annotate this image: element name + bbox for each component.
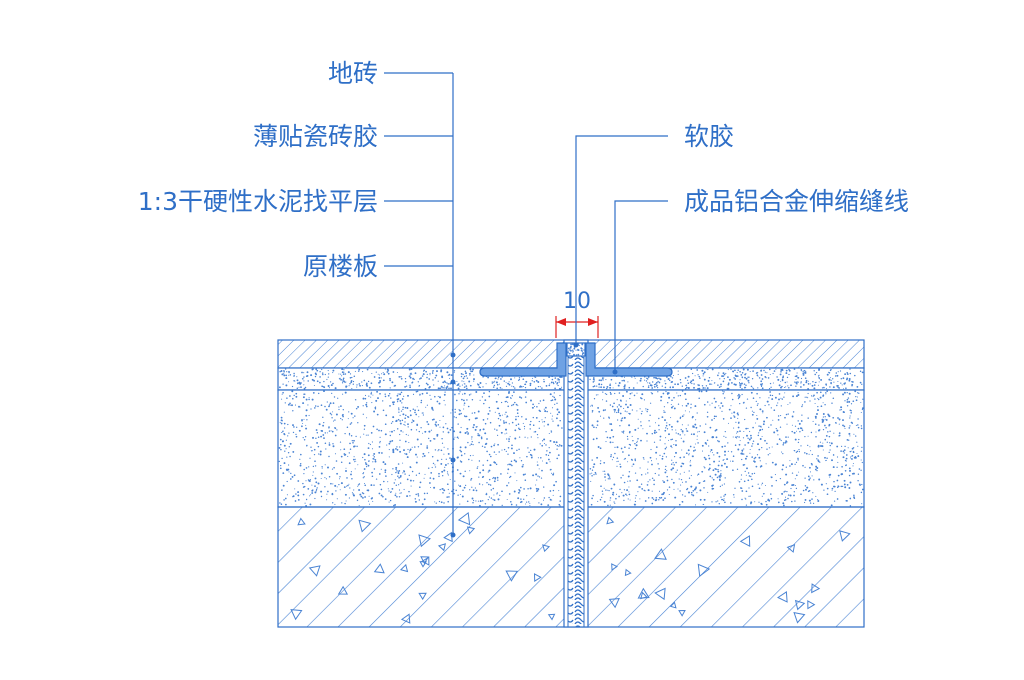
left-leaders (384, 72, 456, 538)
tile-adhesive-stipple (278, 368, 864, 390)
label-soft-glue: 软胶 (684, 122, 734, 151)
label-floor-tile: 地砖 (328, 59, 378, 88)
label-leveling-layer: 1:3干硬性水泥找平层 (138, 187, 378, 216)
label-floor-slab: 原楼板 (303, 252, 378, 281)
joint-filler-coil (567, 355, 585, 628)
aluminum-profile-left (479, 342, 567, 377)
leveling-layer-stipple (278, 390, 864, 507)
label-expansion-joint: 成品铝合金伸缩缝线 (684, 187, 909, 216)
slab-aggregate-marks (290, 511, 851, 624)
right-leaders (573, 135, 668, 375)
joint-width-dimension: 10 (555, 289, 599, 338)
aluminum-profile-right (585, 342, 673, 377)
joint-width-value: 10 (563, 289, 591, 314)
label-tile-adhesive: 薄贴瓷砖胶 (253, 122, 378, 151)
